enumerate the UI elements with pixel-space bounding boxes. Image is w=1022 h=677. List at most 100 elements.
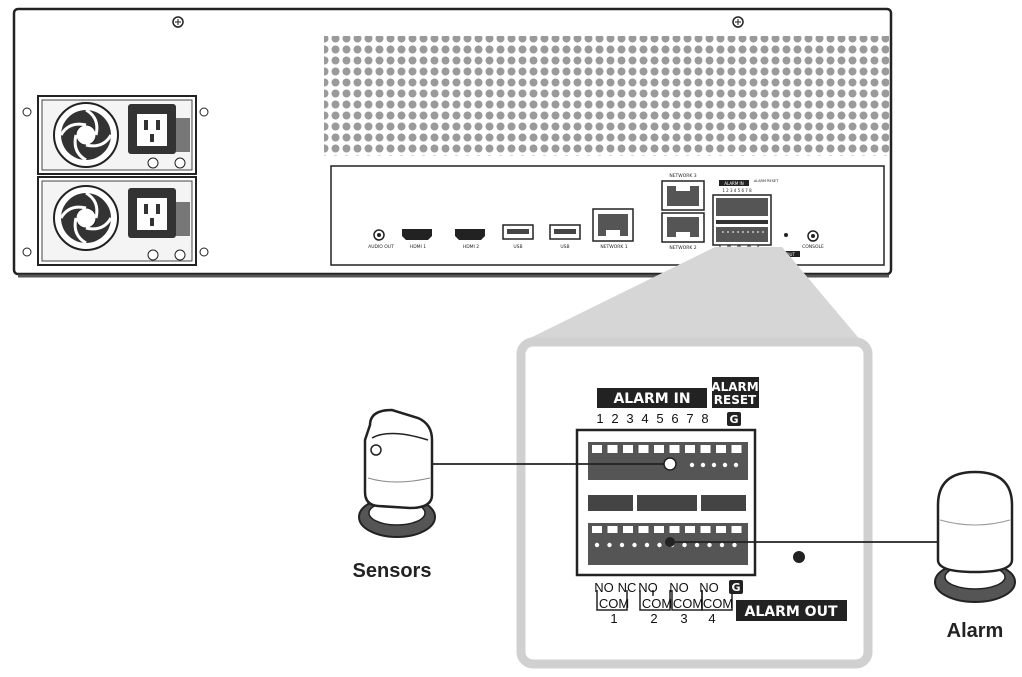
terminal-tooth [669, 445, 680, 453]
pin-number: 8 [701, 411, 708, 426]
terminal-tooth [669, 526, 680, 533]
ventilation-grille [324, 36, 889, 156]
terminal-tooth [700, 526, 711, 533]
network2-label: NETWORK 2 [669, 245, 696, 251]
ethernet-port-icon [661, 212, 705, 243]
terminal-tooth [654, 526, 664, 533]
terminal-tooth [592, 526, 602, 533]
terminal-tooth [623, 526, 633, 533]
pin-number: 7 [686, 411, 693, 426]
relay-labels [596, 590, 733, 611]
terminal-hole [657, 542, 662, 548]
alarm-label: Alarm [947, 620, 1004, 642]
network3-label: NETWORK 3 [669, 173, 696, 179]
fan-icon [53, 185, 119, 251]
pin-number: 5 [656, 411, 663, 426]
screw-icon [172, 16, 184, 28]
relay-com-label: COM [673, 596, 703, 611]
hdmi-port-icon [455, 229, 485, 240]
terminal-tooth [731, 526, 742, 533]
relay-number: 1 [610, 611, 617, 626]
terminal-hole [594, 542, 600, 548]
relay-no-label: NO [638, 580, 658, 595]
relay-no-label: NO [669, 580, 689, 595]
small-alarm-in-label: ALARM IN [724, 181, 743, 186]
terminal-hole [707, 542, 712, 548]
screw-icon [732, 16, 744, 28]
relay-com-label: COM [599, 596, 629, 611]
terminal-hole [700, 462, 706, 468]
pin-number: 1 [596, 411, 603, 426]
relay-no-label: NO [699, 580, 719, 595]
console-label: CONSOLE [802, 244, 824, 250]
terminal-hole [682, 542, 687, 548]
ethernet-port-icon [592, 208, 634, 242]
terminal-hole [619, 542, 625, 548]
relay-nc-label: NC [618, 580, 637, 595]
sensor-device-icon [358, 408, 436, 538]
alarm-device-icon [934, 470, 1016, 603]
ground-top-label: G [729, 413, 738, 426]
terminal-tooth [638, 445, 649, 453]
audio-out-label: AUDIO OUT [368, 244, 394, 250]
usb-port-icon [502, 224, 534, 240]
power-socket-icon [128, 188, 190, 238]
nvr-rear-panel: AUDIO OUT HDMI 1 HDMI 2 USB USB NETWORK … [12, 7, 893, 278]
usb-port-icon [549, 224, 581, 240]
terminal-tooth [623, 445, 633, 453]
terminal-tooth [654, 445, 664, 453]
alarm-terminal-zoom: ALARM IN ALARM RESET 1 2 3 4 5 6 7 8 G [575, 377, 847, 626]
terminal-hole [733, 462, 739, 468]
terminal-hole [644, 542, 650, 548]
alarm-out-label: ALARM OUT [745, 604, 838, 620]
terminal-tooth [607, 445, 618, 453]
console-jack-icon [807, 230, 819, 242]
terminal-tooth [638, 526, 649, 533]
usb1-label: USB [513, 244, 522, 250]
terminal-hole [711, 462, 717, 468]
small-alarm-reset-label: ALARM RESET [754, 179, 779, 183]
terminal-hole [632, 542, 637, 548]
relay-number: 3 [680, 611, 687, 626]
alarm-terminal-block-small [712, 194, 772, 256]
relay-number: 4 [708, 611, 715, 626]
usb2-label: USB [560, 244, 569, 250]
sensor-connection-point [663, 457, 677, 471]
power-socket-icon [128, 104, 190, 154]
terminal-tooth [592, 445, 602, 453]
ground-bottom-label: G [731, 581, 740, 594]
terminal-hole [722, 462, 728, 468]
terminal-tooth [685, 445, 695, 453]
audio-out-jack-icon [373, 229, 385, 241]
terminal-tooth [607, 526, 618, 533]
alarm-in-label: ALARM IN [613, 391, 690, 407]
network1-label: NETWORK 1 [600, 244, 627, 250]
ethernet-port-icon [661, 180, 705, 211]
terminal-tooth [685, 526, 695, 533]
terminal-hole [732, 542, 737, 548]
fan-icon [53, 102, 119, 168]
power-supply-unit-1 [37, 95, 197, 175]
terminal-tooth [716, 445, 726, 453]
relay-number: 2 [650, 611, 657, 626]
terminal-tooth [731, 445, 742, 453]
terminal-hole [694, 542, 700, 548]
alarm-reset-label-line2: RESET [714, 393, 757, 407]
pin-number: 2 [611, 411, 618, 426]
input-pin-numbers: 1 2 3 4 5 6 7 8 [596, 411, 708, 426]
status-dot [793, 551, 805, 563]
alarm-connection-point [665, 537, 675, 547]
terminal-tooth [716, 526, 726, 533]
terminal-hole [689, 462, 695, 468]
sensors-label: Sensors [353, 560, 432, 582]
terminal-hole [607, 542, 612, 548]
hdmi-port-icon [402, 229, 432, 240]
power-supply-unit-2 [37, 176, 197, 266]
pin-number: 6 [671, 411, 678, 426]
small-pin-numbers: 1 2 3 4 5 6 7 8 [722, 188, 752, 193]
pin-number: 4 [641, 411, 648, 426]
zoom-cone [522, 247, 862, 342]
pin-number: 3 [626, 411, 633, 426]
hdmi1-label: HDMI 1 [410, 244, 426, 250]
